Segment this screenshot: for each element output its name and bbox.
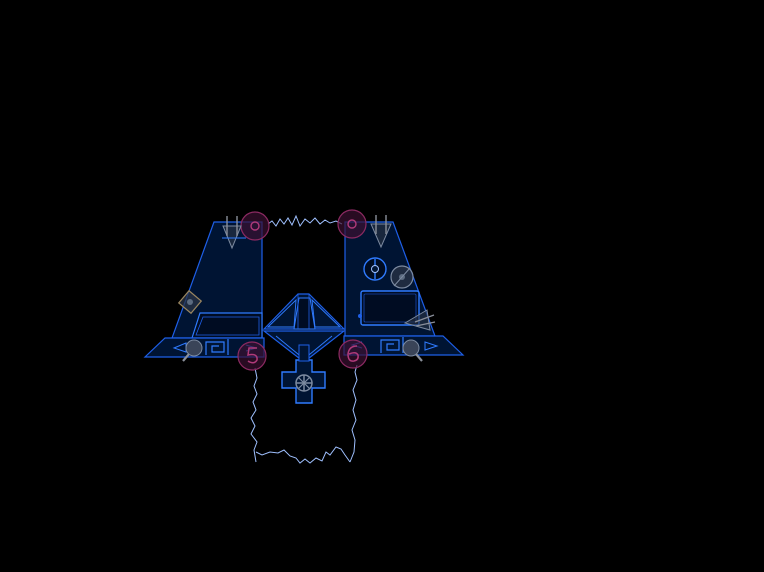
meander-left: [205, 339, 229, 355]
socket-bottom-right[interactable]: [338, 339, 368, 369]
knob-bottom-right[interactable]: [402, 339, 423, 362]
wire-top[interactable]: [267, 214, 343, 228]
socket-top-right[interactable]: [337, 209, 367, 239]
socket-bottom-left[interactable]: [237, 341, 267, 371]
wire-loop-bottom[interactable]: [250, 364, 358, 464]
gear-right-upper[interactable]: [390, 265, 414, 289]
arrow-right-icon[interactable]: [424, 341, 439, 351]
valve-wheel-icon[interactable]: [295, 374, 313, 392]
center-crystal[interactable]: [262, 293, 346, 363]
socket-top-left[interactable]: [240, 211, 270, 241]
cross-valve[interactable]: [281, 344, 326, 404]
lever-right[interactable]: [403, 309, 436, 331]
gear-left-mid[interactable]: [177, 289, 203, 315]
right-tower: [344, 221, 436, 337]
knob-bottom-left[interactable]: [182, 339, 203, 362]
left-tower: [171, 221, 263, 339]
tuning-fork-left[interactable]: [222, 216, 246, 250]
tuning-fork-right[interactable]: [370, 215, 392, 249]
drawer-right[interactable]: [360, 290, 420, 326]
